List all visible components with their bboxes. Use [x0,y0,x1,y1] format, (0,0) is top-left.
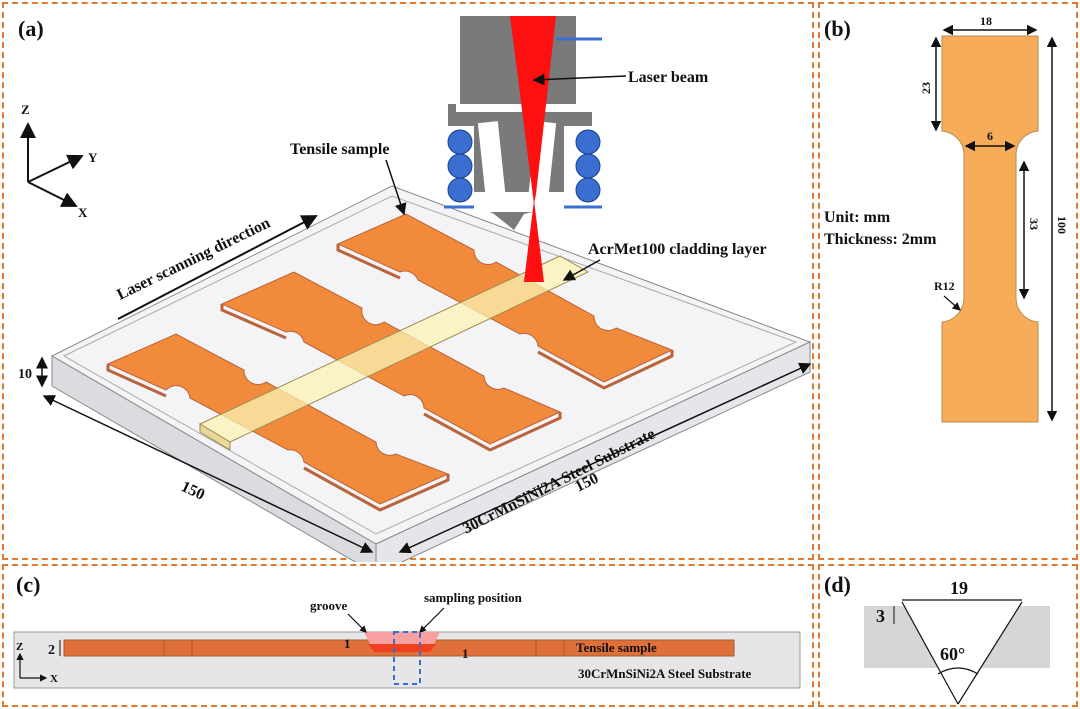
tensile-sample-pointer [385,159,407,216]
panel-c: (c) groove sampling position Tensile sam… [2,564,814,707]
sampling-box [393,631,421,685]
cross-section-drawing: groove sampling position Tensile sample … [13,590,801,689]
panel-a-label: (a) [18,16,44,41]
z-axis-label-c: Z [16,641,23,653]
panel-d-label: (d) [824,572,851,597]
axis-triad: Z Y X [20,102,98,220]
dim-length-x-line [42,395,374,553]
powder-feed-right [575,129,601,203]
thickness-label: Thickness: 2mm [824,231,937,248]
dim-top-width: 19 [950,578,968,598]
dim-right: 1 [462,646,469,661]
y-axis-arrow [27,154,84,183]
x-axis-label: X [78,205,88,220]
groove-label: groove [310,598,348,613]
dim-length-x: 150 [178,478,207,504]
dim-left: 1 [344,636,351,651]
panel-c-label: (c) [16,572,41,597]
substrate-label-c: 30CrMnSiNi2A Steel Substrate [578,666,752,681]
sampling-label: sampling position [424,590,523,605]
groove-geometry-drawing: 19 3 60° [864,578,1050,705]
dim-length-y-line [398,362,812,554]
cladding-label: AcrMet100 cladding layer [588,241,767,258]
groove-cladding [368,644,436,652]
laser-beam-label: Laser beam [628,69,709,86]
laser-beam-cone [510,16,556,204]
specimen-drawing: 18 23 6 33 100 R12 Unit: mm Thickness: 2… [824,14,1069,423]
dim-sample: 2 [48,643,55,658]
unit-label: Unit: mm [824,209,891,226]
powder-feed-left [447,129,473,203]
tensile-label: Tensile sample [576,640,657,655]
laser-beam-pointer [532,73,627,86]
y-axis-label: Y [88,150,98,165]
panel-b-label: (b) [824,16,851,41]
x-axis-label-c: X [50,673,58,685]
cladding-pointer [562,259,601,281]
dim-thickness: 10 [18,367,32,382]
laser-nozzle [444,16,602,282]
dim-gauge-length: 33 [1027,218,1041,230]
panel-a-drawing: Z Y X [18,16,812,562]
angle-arc [937,667,979,675]
dim-radius: R12 [934,279,955,293]
scan-direction-arrow [117,215,318,320]
dim-gauge-width: 6 [987,129,993,143]
sampling-pointer [419,607,445,633]
dogbone-specimen [941,35,1039,423]
panel-d: (d) 19 3 60° [818,564,1078,707]
x-axis-arrow [27,181,78,207]
v-groove [902,602,1022,704]
dim-total-length: 100 [1055,216,1069,234]
dim-grip-length: 23 [919,82,933,94]
groove-pointer [347,613,367,633]
radius-pointer [943,295,961,311]
dim-width-grip: 18 [980,14,992,28]
panel-b: (b) 18 23 6 33 100 R12 Unit: mm Thicknes… [818,2,1078,560]
z-axis-label: Z [21,102,30,117]
tensile-sample-label: Tensile sample [290,141,389,158]
panel-a: (a) Z Y X [2,2,814,562]
angle-label: 60° [940,644,965,664]
dim-depth: 3 [876,606,885,626]
laser-beam-focus [524,200,544,282]
